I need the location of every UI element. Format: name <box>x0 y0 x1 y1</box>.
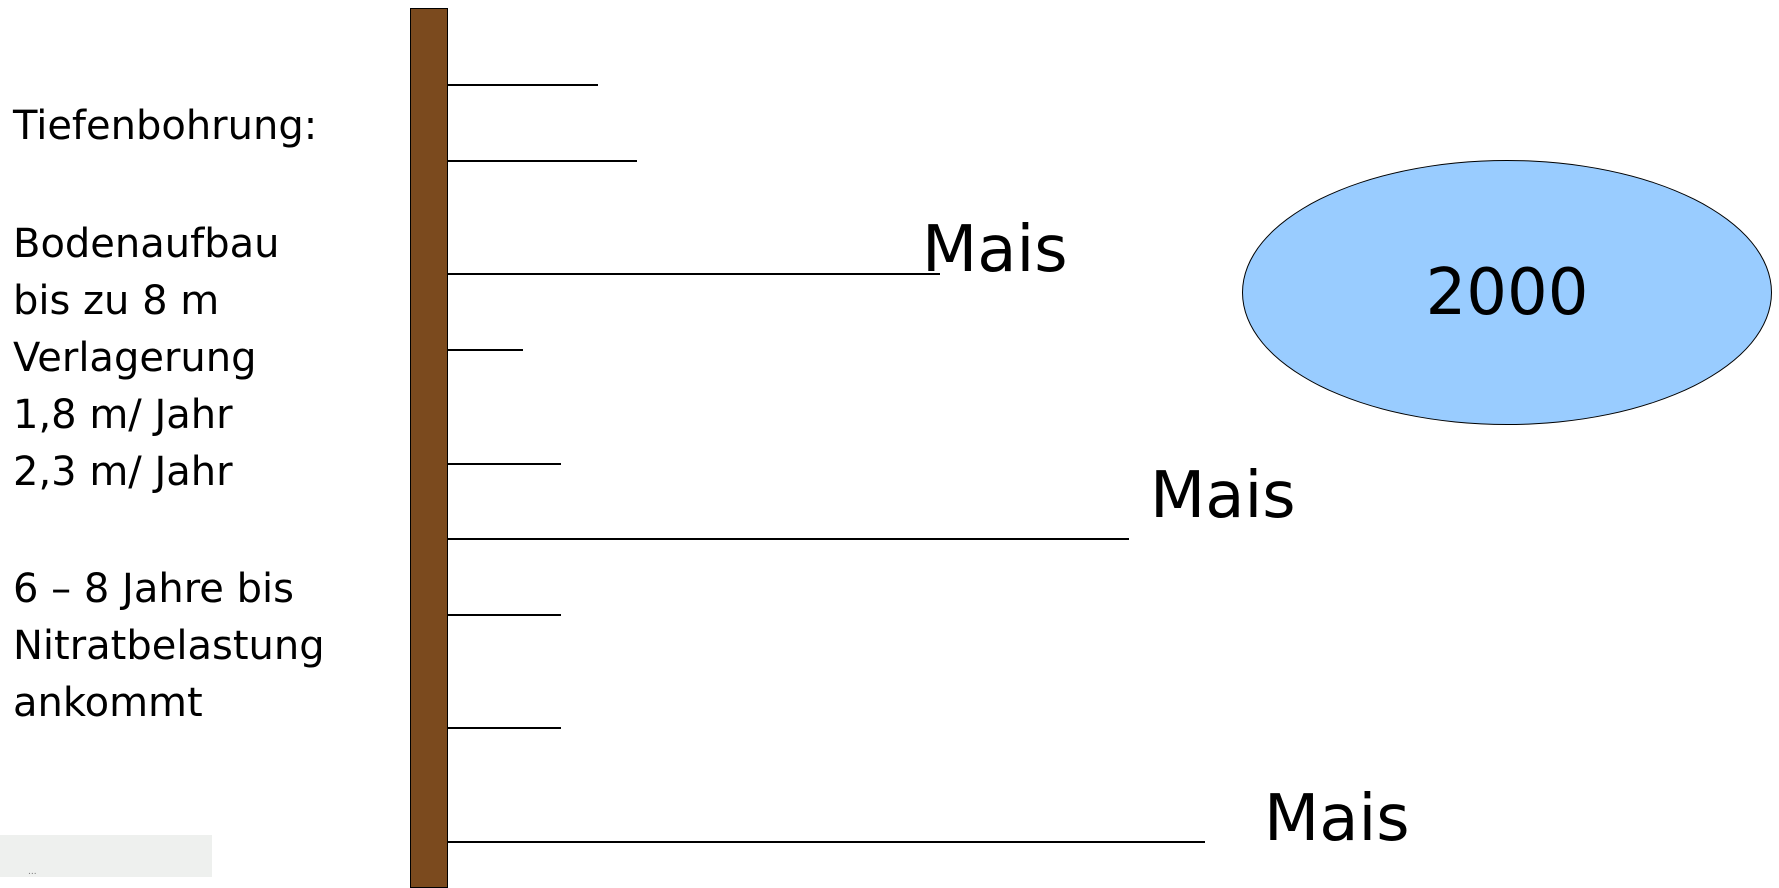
mais-label-1: Mais <box>922 213 1068 287</box>
drilling-heading: Tiefenbohrung: <box>13 103 318 149</box>
year-label: 2000 <box>1425 255 1589 330</box>
thumbnail-image: ... <box>0 835 212 877</box>
depth-mark <box>448 463 561 465</box>
thumbnail-caption: ... <box>28 867 37 877</box>
depth-mark-mais-2 <box>448 538 1129 540</box>
mais-label-3: Mais <box>1264 782 1410 856</box>
borehole-pole <box>410 8 448 888</box>
depth-mark <box>448 727 561 729</box>
depth-mark <box>448 84 598 86</box>
mais-label-2: Mais <box>1150 459 1296 533</box>
soil-info-text: Bodenaufbau bis zu 8 m Verlagerung 1,8 m… <box>13 221 280 495</box>
depth-mark <box>448 349 523 351</box>
nitrate-info-text: 6 – 8 Jahre bis Nitratbelastung ankommt <box>13 566 325 726</box>
depth-mark-mais-1 <box>448 273 940 275</box>
depth-mark-mais-3 <box>448 841 1205 843</box>
depth-mark <box>448 614 561 616</box>
depth-mark <box>448 160 637 162</box>
year-ellipse: 2000 <box>1242 160 1772 425</box>
